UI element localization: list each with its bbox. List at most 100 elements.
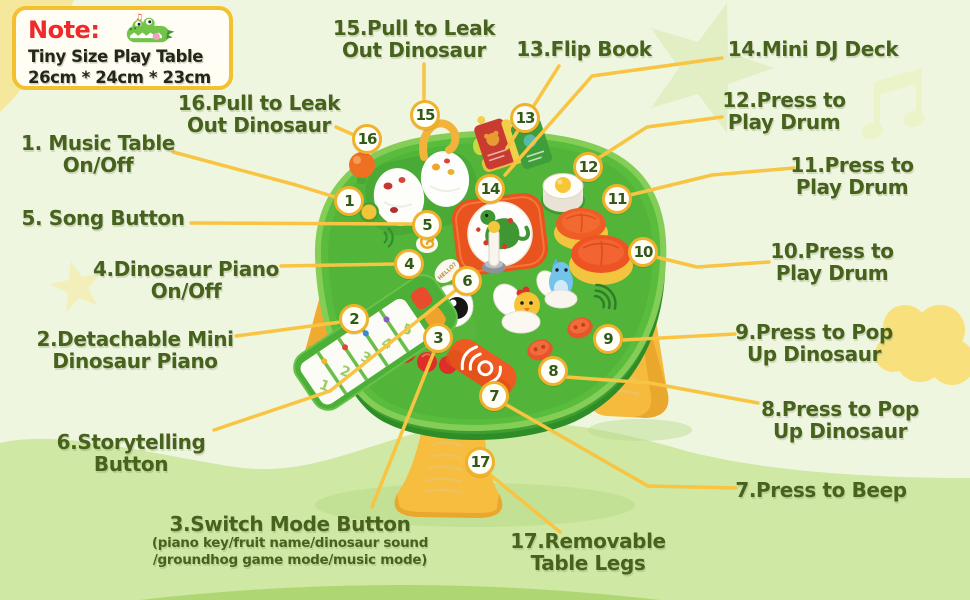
music-note-icon — [861, 68, 925, 140]
leg-shadow — [588, 419, 692, 441]
callout-badge-6: 6 — [452, 266, 482, 296]
label-line: Up Dinosaur — [746, 342, 882, 366]
callout-line-8 — [564, 375, 760, 405]
note-box: Note: ♫ Tiny Size Play Table 26cm * 24cm… — [12, 6, 233, 90]
callout-line-14 — [503, 56, 724, 177]
label-line: 1. Music Table — [21, 131, 175, 155]
note-size-line1: Tiny Size Play Table — [28, 47, 204, 66]
flower-cloud-icon — [875, 305, 970, 385]
label-line: Play Drum — [727, 110, 841, 134]
callout-line-17 — [486, 471, 562, 534]
label-line: 4.Dinosaur Piano — [92, 257, 279, 281]
note-size-line2: 26cm * 24cm * 23cm — [28, 68, 211, 87]
callout-label-7: 7.Press to Beep — [716, 479, 926, 501]
note-title: Note: — [28, 16, 100, 44]
label-line: Table Legs — [530, 551, 646, 575]
mini-piano: 1 2 3 4 5 — [293, 274, 458, 411]
beep-button — [567, 317, 593, 339]
beep-button — [527, 339, 553, 361]
callout-line-10 — [654, 255, 771, 269]
mallet — [482, 221, 506, 274]
ground-wave-dark — [140, 585, 660, 600]
callout-line-5 — [189, 221, 414, 226]
callout-badge-7: 7 — [479, 381, 509, 411]
callout-lines — [171, 56, 796, 534]
label-line: 6.Storytelling — [56, 430, 206, 454]
callout-line-16 — [334, 125, 356, 137]
callout-badge-5: 5 — [412, 210, 442, 240]
callout-line-3 — [370, 350, 436, 509]
label-line: 14.Mini DJ Deck — [727, 37, 899, 61]
svg-text:♫: ♫ — [135, 13, 143, 23]
callout-label-5: 5. Song Button — [0, 207, 206, 229]
egg-dome-right — [420, 151, 470, 207]
label-line: Play Drum — [795, 175, 909, 199]
drum-orange-large — [569, 235, 633, 285]
callout-badge-12: 12 — [573, 152, 603, 182]
callout-line-12 — [595, 115, 724, 161]
label-line: Out Dinosaur — [187, 113, 331, 137]
callout-badge-2: 2 — [339, 304, 369, 334]
big-star-icon — [651, 3, 774, 133]
callout-line-9 — [621, 332, 737, 342]
callout-line-1 — [171, 150, 337, 199]
label-line: Button — [93, 452, 169, 476]
pull-ball — [349, 152, 375, 184]
callout-badge-1: 1 — [334, 186, 364, 216]
callout-badge-10: 10 — [628, 237, 658, 267]
label-line: 3.Switch Mode Button — [169, 512, 411, 536]
callout-badge-14: 14 — [475, 174, 505, 204]
callout-line-2 — [234, 320, 343, 338]
sound-arcs-small — [383, 227, 394, 248]
callout-line-11 — [628, 166, 796, 197]
label-line: 5. Song Button — [21, 206, 185, 230]
label-line: 7.Press to Beep — [735, 478, 907, 502]
small-star-icon — [50, 261, 100, 312]
callout-badge-11: 11 — [602, 184, 632, 214]
label-line: 17.Removable — [510, 529, 666, 553]
callout-badge-13: 13 — [510, 103, 540, 133]
callout-label-14: 14.Mini DJ Deck — [703, 38, 923, 60]
label-line: Dinosaur Piano — [52, 349, 218, 373]
crocodile-icon: ♫ — [127, 13, 175, 43]
popup-chick — [493, 283, 541, 334]
label-line: Out Dinosaur — [342, 38, 486, 62]
label-line: On/Off — [62, 153, 134, 177]
callout-badge-3: 3 — [423, 323, 453, 353]
label-line: 12.Press to — [722, 88, 846, 112]
label-line: 11.Press to — [790, 153, 914, 177]
label-subline: (piano key/fruit name/dinosaur sound — [151, 535, 429, 551]
callout-badge-9: 9 — [593, 324, 623, 354]
label-line: 13.Flip Book — [516, 37, 652, 61]
label-line: 9.Press to Pop — [735, 320, 893, 344]
label-line: 15.Pull to Leak — [332, 16, 496, 40]
callout-line-6 — [212, 288, 458, 432]
pull-hook — [419, 119, 460, 161]
callout-label-3: 3.Switch Mode Button(piano key/fruit nam… — [130, 513, 450, 568]
callout-line-7 — [503, 402, 738, 490]
callout-badge-15: 15 — [410, 100, 440, 130]
label-line: Play Drum — [775, 261, 889, 285]
egg-dome-left — [373, 168, 425, 226]
label-line: 16.Pull to Leak — [177, 91, 341, 115]
label-line: Up Dinosaur — [772, 419, 908, 443]
popup-dinosaur — [536, 258, 578, 309]
label-subline: /groundhog game mode/music mode) — [152, 551, 428, 568]
callout-badge-4: 4 — [394, 249, 424, 279]
play-table-graphic: HELLO? — [293, 116, 669, 518]
label-line: 8.Press to Pop — [761, 397, 919, 421]
power-button — [359, 202, 379, 222]
drum-white — [541, 173, 585, 215]
